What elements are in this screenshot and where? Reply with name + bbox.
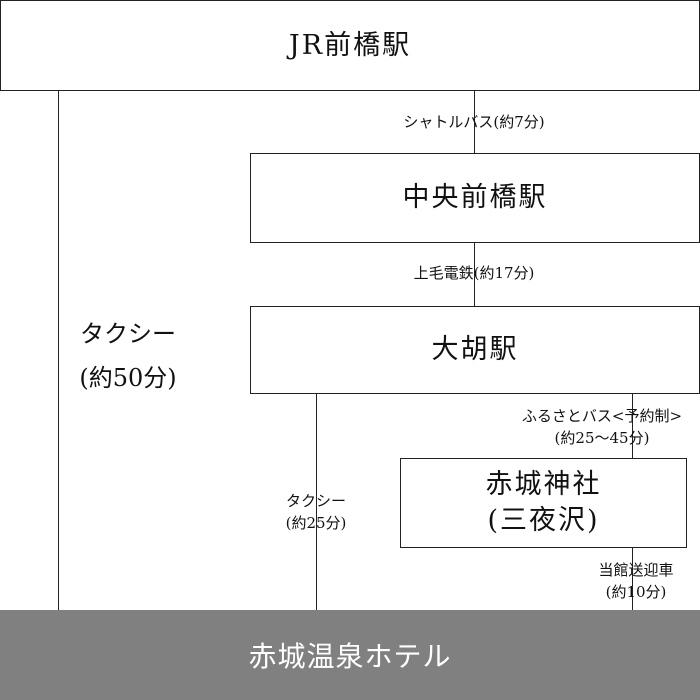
station-jr-maebashi: JR前橋駅: [0, 0, 700, 91]
route-duration: (約25～45分): [554, 429, 650, 447]
station-ogo: 大胡駅: [250, 306, 700, 394]
hotel-shuttle-label: 当館送迎車 (約10分): [576, 559, 696, 603]
destination-label: 赤城温泉ホテル: [248, 640, 452, 673]
shuttle-bus-label: シャトルバス(約7分): [374, 112, 574, 132]
hotel-shuttle-route-line: [632, 547, 633, 610]
route-text: タクシー: [80, 320, 176, 348]
furusato-bus-label: ふるさとバス<予約制> (約25～45分): [502, 405, 700, 449]
route-text: 上毛電鉄(約17分): [413, 264, 535, 282]
station-label: 大胡駅: [431, 334, 519, 365]
route-text: タクシー: [285, 492, 346, 510]
route-duration: (約10分): [605, 583, 667, 601]
furusato-bus-route-line: [632, 393, 633, 458]
station-label-line2: (三夜沢): [487, 505, 600, 536]
station-label-line1: 赤城神社: [485, 469, 602, 500]
taxi-short-route-line: [316, 393, 317, 610]
shuttle-bus-route-line: [474, 90, 475, 154]
station-akagi-shrine: 赤城神社 (三夜沢): [400, 458, 687, 548]
route-duration: (約50分): [79, 364, 177, 392]
taxi-long-route-line: [58, 90, 59, 610]
route-duration: (約25分): [285, 514, 347, 532]
jomo-railway-label: 上毛電鉄(約17分): [374, 263, 574, 283]
destination-banner: 赤城温泉ホテル: [0, 610, 700, 700]
taxi-short-label: タクシー (約25分): [256, 490, 376, 534]
route-text: シャトルバス(約7分): [403, 113, 545, 131]
jomo-railway-route-line: [474, 242, 475, 306]
station-label: 中央前橋駅: [402, 182, 548, 213]
route-text: ふるさとバス<予約制>: [521, 407, 683, 425]
station-label: JR前橋駅: [288, 29, 412, 61]
route-text: 当館送迎車: [598, 561, 674, 579]
taxi-long-label: タクシー (約50分): [48, 312, 208, 400]
station-chuo-maebashi: 中央前橋駅: [250, 153, 700, 243]
